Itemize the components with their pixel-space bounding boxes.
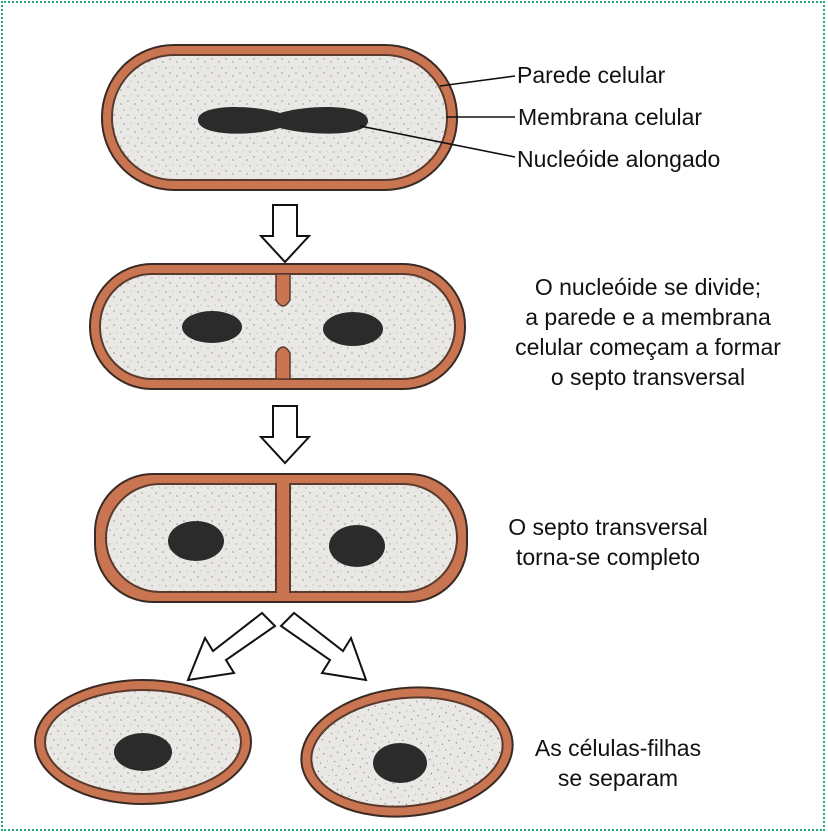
diagonal-arrow-left	[188, 613, 275, 680]
stage-3-cell	[95, 474, 467, 602]
daughter-cell-left	[35, 680, 251, 804]
stage-4-cells	[35, 677, 519, 826]
diagonal-arrow-right	[281, 613, 366, 680]
daughter-cell-right	[295, 677, 519, 826]
step-2-line: a parede e a membrana	[478, 302, 818, 332]
label-cell-membrane: Membrana celular	[518, 102, 702, 132]
step-2-line: O nucleóide se divide;	[478, 272, 818, 302]
step-2-description: O nucleóide se divide; a parede e a memb…	[478, 272, 818, 392]
stage-1-cell	[102, 45, 457, 190]
step-3-line: torna-se completo	[478, 542, 738, 572]
down-arrow-1	[261, 205, 309, 262]
down-arrow-2	[261, 406, 309, 463]
label-nucleoid: Nucleóide alongado	[517, 144, 720, 174]
step-4-line: se separam	[518, 763, 718, 793]
nucleoid-right	[323, 312, 383, 346]
step-4-description: As células-filhas se separam	[518, 733, 718, 793]
step-3-line: O septo transversal	[478, 512, 738, 542]
nucleoid-left	[168, 521, 224, 561]
nucleoid-right	[329, 525, 385, 567]
step-2-line: o septo transversal	[478, 362, 818, 392]
step-4-line: As células-filhas	[518, 733, 718, 763]
stage-2-cell	[90, 264, 465, 389]
nucleoid-left	[182, 311, 242, 343]
label-cell-wall: Parede celular	[517, 60, 665, 90]
step-3-description: O septo transversal torna-se completo	[478, 512, 738, 572]
step-2-line: celular começam a formar	[478, 332, 818, 362]
